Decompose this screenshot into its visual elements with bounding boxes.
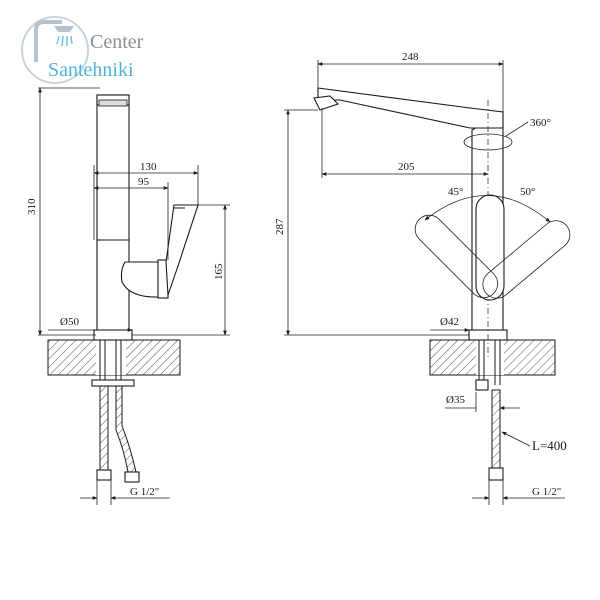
logo-ring xyxy=(21,16,89,84)
rotation-indicator xyxy=(463,133,513,151)
dim-angle-45: 45° xyxy=(448,186,463,198)
dim-reach-205: 205 xyxy=(398,161,415,173)
dim-95: 95 xyxy=(138,176,150,188)
lever-handle-side xyxy=(120,204,199,299)
faucet-body-side xyxy=(96,94,130,336)
dim-diameter-35: Ø35 xyxy=(446,394,465,406)
dim-diameter-42: Ø42 xyxy=(440,316,459,328)
aerator xyxy=(313,95,340,111)
dim-rotation-360: 360° xyxy=(530,117,551,129)
dim-length-248: 248 xyxy=(402,51,419,63)
logo-line1: Center xyxy=(90,31,144,53)
flexible-hoses xyxy=(96,385,140,483)
brand-logo: Center Santehniki xyxy=(21,16,144,84)
logo-line2: Santehniki xyxy=(48,59,134,81)
spout-front xyxy=(317,87,504,129)
dim-height-310: 310 xyxy=(26,198,38,215)
handle-swing-ghosts xyxy=(414,214,571,299)
dim-hose-400: L=400 xyxy=(532,438,567,453)
dim-height-165: 165 xyxy=(213,263,225,280)
side-view: 310 130 95 165 Ø50 G 1/2" xyxy=(26,87,230,505)
lever-handle-front xyxy=(475,194,505,301)
dim-thread-front: G 1/2" xyxy=(532,486,561,498)
dim-thread-side: G 1/2" xyxy=(130,486,159,498)
dim-diameter-50: Ø50 xyxy=(60,316,79,328)
front-view: 360° 45° 50° 248 205 287 Ø42 Ø35 xyxy=(274,51,571,505)
dim-height-287: 287 xyxy=(274,218,286,235)
dim-angle-50: 50° xyxy=(520,186,535,198)
shower-icon xyxy=(34,20,74,62)
flexible-hose-front xyxy=(488,389,504,481)
dim-reach-130: 130 xyxy=(140,161,157,173)
